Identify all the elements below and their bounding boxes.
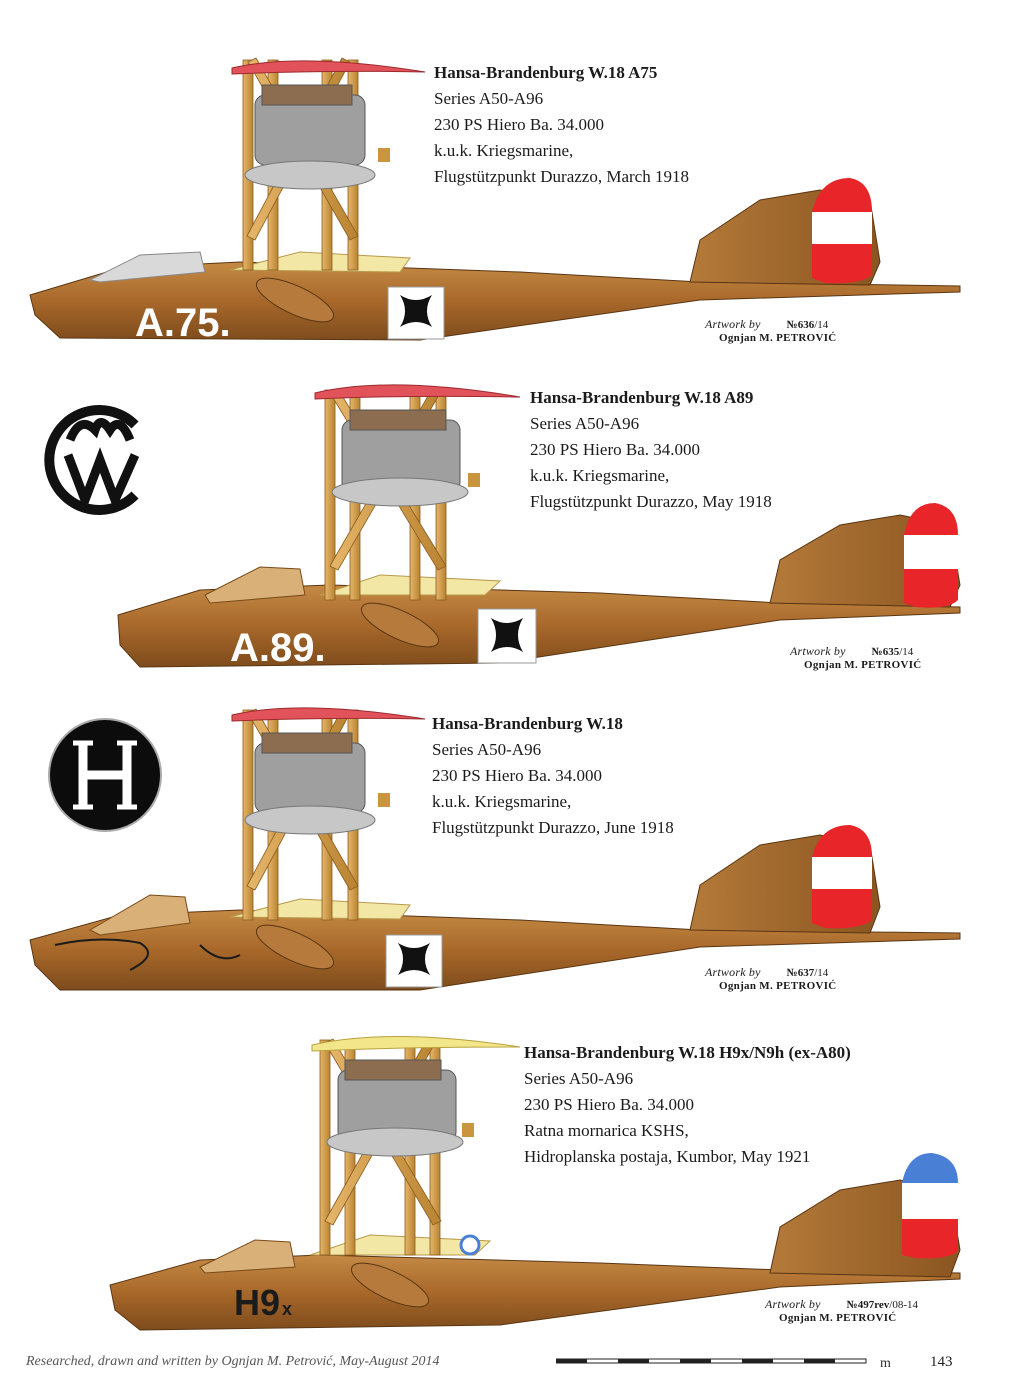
profile-a75: A.75. Hansa-Brandenburg W.18 A75 Series …	[0, 0, 1024, 345]
aircraft-title: Hansa-Brandenburg W.18	[432, 714, 623, 733]
artist-name: Ognjan M. PETROVIĆ	[804, 659, 922, 671]
artwork-credit: Artwork by №636/14 Ognjan M. PETROVIĆ	[705, 318, 837, 345]
artist-name: Ognjan M. PETROVIĆ	[779, 1312, 897, 1324]
aircraft-profile-a75: A.75.	[29, 57, 961, 345]
footer-credit: Researched, drawn and written by Ognjan …	[26, 1354, 440, 1369]
artwork-number: №637/14	[786, 967, 829, 979]
artist-name: Ognjan M. PETROVIĆ	[719, 980, 837, 992]
artwork-number: №635/14	[871, 646, 914, 658]
aircraft-series: Series A50-A96	[524, 1069, 634, 1088]
aircraft-base: Flugstützpunkt Durazzo, May 1918	[530, 492, 772, 511]
caption-h: Hansa-Brandenburg W.18 Series A50-A96 23…	[432, 711, 674, 841]
rudder-stripes	[902, 1153, 958, 1259]
aircraft-operator: k.u.k. Kriegsmarine,	[530, 466, 670, 485]
fuselage-code: A.75.	[135, 301, 231, 345]
aircraft-base: Hidroplanska postaja, Kumbor, May 1921	[524, 1147, 811, 1166]
rudder-stripes	[812, 825, 872, 929]
artwork-number: №636/14	[786, 319, 829, 331]
rudder-stripes	[812, 178, 872, 284]
scale-unit: m	[880, 1356, 891, 1371]
artwork-credit: Artwork by №637/14 Ognjan M. PETROVIĆ	[705, 966, 837, 993]
artwork-credit: Artwork by №497rev/08-14 Ognjan M. PETROV…	[765, 1298, 918, 1325]
caption-a89: Hansa-Brandenburg W.18 A89 Series A50-A9…	[530, 385, 772, 515]
aircraft-series: Series A50-A96	[432, 740, 542, 759]
aircraft-series: Series A50-A96	[530, 414, 640, 433]
aircraft-base: Flugstützpunkt Durazzo, March 1918	[434, 167, 689, 186]
aircraft-title: Hansa-Brandenburg W.18 H9x/N9h (ex-A80)	[524, 1043, 851, 1062]
aircraft-engine: 230 PS Hiero Ba. 34.000	[434, 115, 604, 134]
aircraft-title: Hansa-Brandenburg W.18 A75	[434, 63, 658, 82]
h-roundel-emblem	[48, 718, 162, 832]
artist-name: Ognjan M. PETROVIĆ	[719, 332, 837, 344]
aircraft-operator: Ratna mornarica KSHS,	[524, 1121, 689, 1140]
caption-a75: Hansa-Brandenburg W.18 A75 Series A50-A9…	[434, 60, 689, 190]
aircraft-engine: 230 PS Hiero Ba. 34.000	[524, 1095, 694, 1114]
artwork-label: Artwork by	[765, 1297, 821, 1311]
artwork-credit: Artwork by №635/14 Ognjan M. PETROVIĆ	[790, 645, 922, 672]
aircraft-series: Series A50-A96	[434, 89, 544, 108]
aircraft-base: Flugstützpunkt Durazzo, June 1918	[432, 818, 674, 837]
page-number: 143	[930, 1354, 953, 1370]
aircraft-engine: 230 PS Hiero Ba. 34.000	[530, 440, 700, 459]
profile-a89: A.89. Hansa-Brandenburg W.18 A89 Series …	[0, 345, 1024, 685]
profile-h-emblem: Hansa-Brandenburg W.18 Series A50-A96 23…	[0, 685, 1024, 1015]
aircraft-engine: 230 PS Hiero Ba. 34.000	[432, 766, 602, 785]
artwork-number: №497rev/08-14	[846, 1299, 919, 1311]
aircraft-operator: k.u.k. Kriegsmarine,	[434, 141, 574, 160]
artwork-label: Artwork by	[790, 644, 846, 658]
artwork-label: Artwork by	[705, 965, 761, 979]
aircraft-title: Hansa-Brandenburg W.18 A89	[530, 388, 754, 407]
caption-h9x: Hansa-Brandenburg W.18 H9x/N9h (ex-A80) …	[524, 1040, 851, 1170]
cw-monogram-emblem	[44, 405, 140, 515]
fuselage-code: A.89.	[230, 626, 326, 670]
aircraft-operator: k.u.k. Kriegsmarine,	[432, 792, 572, 811]
artwork-label: Artwork by	[705, 317, 761, 331]
scale-bar	[556, 1358, 867, 1364]
rudder-stripes	[904, 503, 958, 608]
